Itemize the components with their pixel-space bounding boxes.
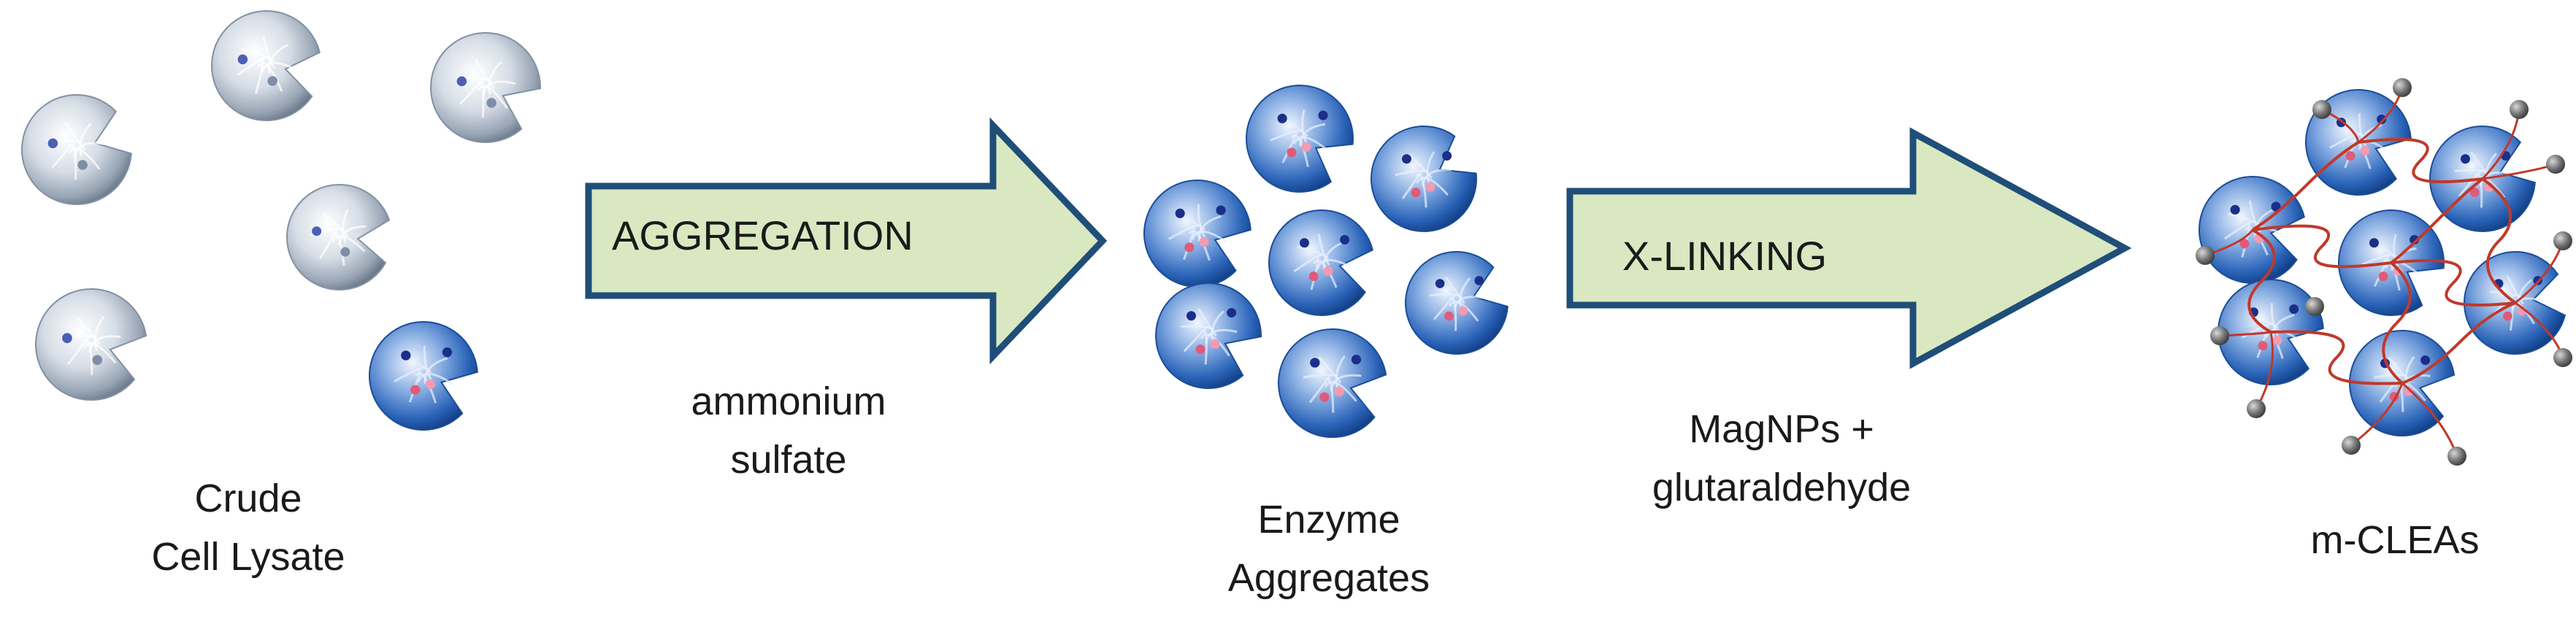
linker-chain-3 bbox=[2390, 177, 2484, 264]
magnetic-nanoparticle-10 bbox=[2447, 447, 2466, 466]
crude-lysate-caption: Crude Cell Lysate bbox=[95, 469, 402, 586]
aggregate-enzyme-4 bbox=[1268, 209, 1374, 317]
linker-chain-6 bbox=[2247, 228, 2276, 334]
aggregate-enzyme-7 bbox=[1278, 328, 1387, 438]
xlinking-arrow-shape bbox=[1566, 127, 2132, 369]
aggregate-enzyme-6 bbox=[1155, 282, 1262, 389]
aggregates-caption-line2: Aggregates bbox=[1227, 556, 1430, 600]
xlinking-label: X-LINKING bbox=[1622, 233, 1828, 279]
magnetic-nanoparticle-12 bbox=[2305, 297, 2324, 316]
aggregates-caption-line1: Enzyme bbox=[1257, 498, 1400, 542]
aggregation-arrow bbox=[585, 117, 1108, 365]
xlinking-arrow bbox=[1566, 127, 2132, 369]
magnetic-nanoparticle-3 bbox=[2247, 399, 2266, 418]
magnetic-nanoparticle-7 bbox=[2546, 155, 2565, 174]
crude-caption-line2: Cell Lysate bbox=[151, 535, 345, 579]
aggregation-reagent-line2: sulfate bbox=[730, 438, 847, 482]
linker-chain-2 bbox=[2251, 141, 2360, 231]
aggregation-reagent: ammonium sulfate bbox=[628, 372, 949, 489]
crude-caption-line1: Crude bbox=[194, 477, 302, 520]
aggregate-enzyme-5 bbox=[1404, 251, 1509, 355]
enzyme-particles bbox=[21, 10, 2567, 438]
linker-chain-9 bbox=[2481, 177, 2517, 304]
lysate-protein-3 bbox=[21, 94, 132, 205]
linker-chain-5 bbox=[2391, 259, 2516, 307]
aggregate-enzyme-3 bbox=[1143, 180, 1251, 288]
magnetic-nanoparticle-9 bbox=[2553, 348, 2572, 367]
xlinking-reagent: MagNPs + glutaraldehyde bbox=[1592, 400, 1971, 517]
mcleas-caption: m-CLEAs bbox=[2249, 511, 2541, 569]
linker-chain-8 bbox=[2382, 261, 2412, 385]
lysate-protein-1 bbox=[211, 10, 321, 121]
magnetic-nanoparticle-6 bbox=[2510, 100, 2529, 119]
linker-chain-4 bbox=[2252, 224, 2392, 269]
linker-chain-7 bbox=[2270, 330, 2403, 385]
magnetic-nanoparticle-5 bbox=[2393, 78, 2412, 97]
linker-chain-1 bbox=[2358, 137, 2483, 184]
magnetic-nanoparticle-1 bbox=[2196, 246, 2215, 265]
xlinking-reagent-line2: glutaraldehyde bbox=[1652, 466, 1912, 509]
magnetic-nanoparticle-11 bbox=[2342, 436, 2361, 455]
aggregate-enzyme-2 bbox=[1371, 126, 1477, 232]
magnetic-nanoparticle-8 bbox=[2553, 231, 2572, 250]
magnetic-nanoparticle-2 bbox=[2210, 326, 2229, 345]
lysate-protein-5 bbox=[35, 288, 147, 401]
magnetic-nanoparticles bbox=[2196, 78, 2572, 466]
enzyme-aggregates-caption: Enzyme Aggregates bbox=[1183, 490, 1475, 607]
aggregation-label: AGGREGATION bbox=[612, 212, 913, 258]
magnetic-nanoparticle-4 bbox=[2312, 100, 2331, 119]
lysate-protein-2 bbox=[430, 32, 541, 143]
mcleas-caption-line1: m-CLEAs bbox=[2310, 518, 2480, 562]
aggregation-arrow-shape bbox=[585, 117, 1108, 365]
aggregate-enzyme-1 bbox=[1246, 85, 1354, 193]
outer-linker-8 bbox=[2350, 382, 2404, 447]
xlinking-reagent-line1: MagNPs + bbox=[1689, 407, 1874, 451]
crosslinker-chains bbox=[2204, 87, 2564, 457]
lysate-protein-4 bbox=[286, 184, 391, 290]
aggregation-reagent-line1: ammonium bbox=[691, 380, 886, 423]
linker-chain-10 bbox=[2401, 301, 2516, 385]
lysate-protein-6 bbox=[369, 321, 478, 431]
